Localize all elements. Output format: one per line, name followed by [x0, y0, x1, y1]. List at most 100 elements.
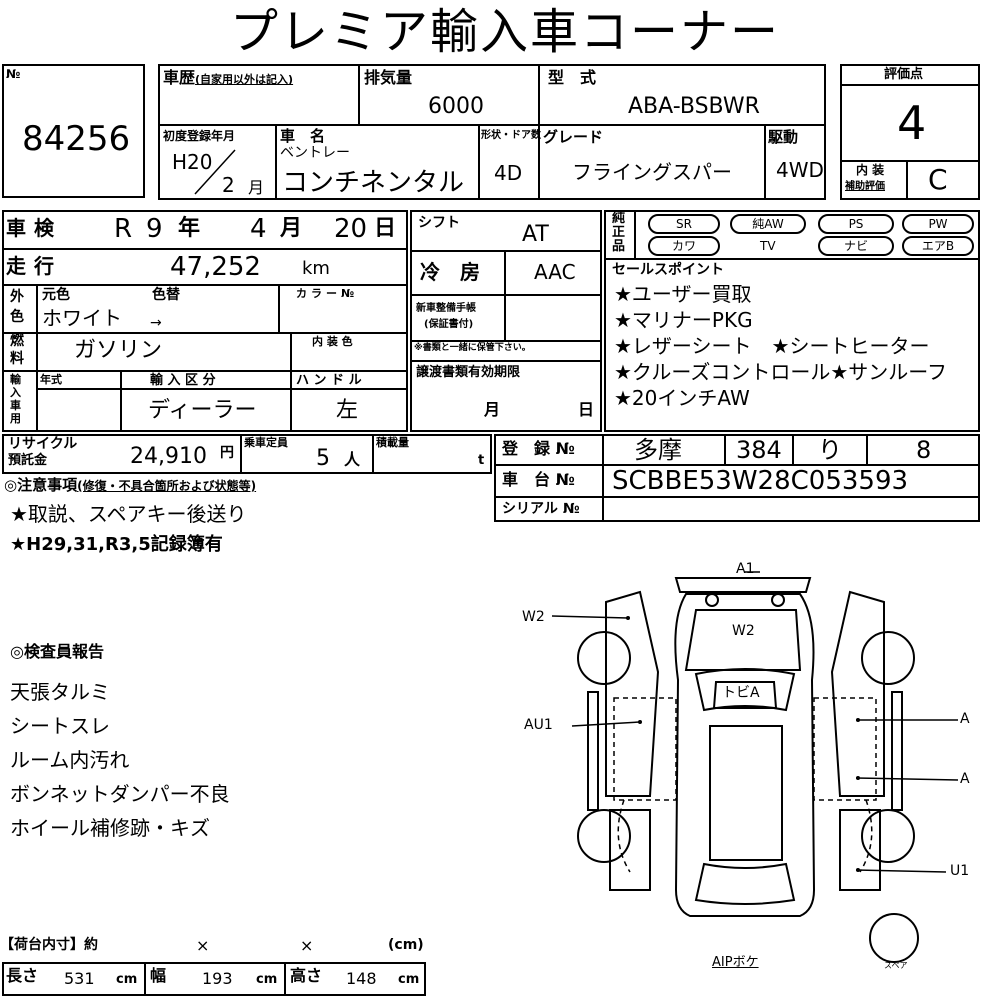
sales-point-5: ★20インチAW	[614, 386, 750, 410]
inspection-month-unit: 月	[280, 216, 303, 241]
diagram-right-bottom-label: U1	[950, 863, 970, 879]
interior-sub: 補助評価	[845, 181, 885, 192]
diagram-right-2-label: A	[960, 771, 970, 787]
equipment-label-2: 正	[612, 225, 626, 240]
recycle-box	[2, 434, 492, 474]
color-orig-label: 元色	[42, 287, 70, 303]
drive-value: 4WD	[776, 158, 824, 182]
inspection-month: 4	[250, 214, 267, 244]
registration-area: 多摩	[634, 436, 682, 464]
capacity-label: 乗車定員	[244, 436, 288, 449]
equipment-label-3: 品	[612, 239, 626, 254]
car-diagram	[551, 571, 959, 963]
chassis-label: 車 台 №	[502, 470, 575, 489]
displacement-value: 6000	[428, 94, 484, 119]
cargo-width-label: 幅	[150, 966, 167, 985]
date-slash-icon	[194, 149, 236, 195]
inspector-label: ◎検査員報告	[10, 642, 104, 661]
equipment-navi: ナビ	[818, 236, 894, 256]
model-value: ABA-BSBWR	[628, 94, 760, 119]
equipment-leather: カワ	[648, 236, 720, 256]
registration-box	[494, 434, 980, 522]
import-year-label: 年式	[40, 373, 62, 386]
car-name-label: 車 名	[280, 127, 326, 145]
load-unit: t	[478, 453, 485, 468]
inspector-line-4: ボンネットダンパー不良	[10, 782, 230, 806]
cargo-length-label: 長さ	[6, 966, 39, 985]
interior-label: 内 装	[856, 163, 885, 177]
vehicle-info-box	[158, 64, 826, 200]
equipment-box	[604, 210, 980, 432]
cargo-x1: ×	[196, 936, 210, 955]
import-side-4: 用	[10, 412, 21, 425]
doors-label: 形状・ドア数	[481, 130, 541, 141]
equipment-ps: PS	[818, 214, 894, 234]
cargo-length: 531	[64, 969, 95, 988]
color-value: ホワイト	[42, 306, 122, 330]
first-reg-label: 初度登録年月	[163, 129, 236, 143]
first-reg-year: H20	[172, 150, 213, 174]
transfer-day-unit: 日	[578, 400, 595, 419]
cargo-height: 148	[346, 969, 377, 988]
fuel-value: ガソリン	[74, 338, 163, 363]
color-code-label: カラー№	[296, 287, 359, 300]
cargo-x2: ×	[300, 936, 314, 955]
diagram-hood-label: W2	[732, 623, 755, 639]
inspector-line-1: 天張タルミ	[10, 680, 110, 704]
inspection-label: 車検	[6, 216, 62, 240]
import-handle-label: ハ ン ド ル	[296, 373, 362, 388]
car-maker: ベントレー	[280, 145, 350, 161]
cargo-box	[2, 962, 426, 996]
registration-label: 登 録 №	[502, 439, 575, 458]
notes-label: ◎注意事項(修復・不具合箇所および状態等)	[4, 476, 257, 494]
lot-label: №	[6, 67, 21, 81]
recycle-value: 24,910	[130, 444, 207, 469]
equipment-airbag: エアB	[902, 236, 974, 256]
note-line-2: ★H29,31,R3,5記録簿有	[10, 534, 223, 555]
shift-value: AT	[522, 222, 549, 247]
sales-point-1: ★ユーザー買取	[614, 282, 752, 306]
diagram-front-label: A1	[736, 561, 755, 577]
fuel-side-2: 料	[10, 351, 24, 367]
chassis-value: SCBBE53W28C053593	[612, 466, 909, 496]
diagram-roof-label: トビA	[722, 685, 760, 701]
recycle-label-1: リサイクル	[8, 436, 78, 452]
cargo-height-label: 高さ	[290, 966, 323, 985]
grade-label: グレード	[543, 128, 604, 146]
first-reg-month: 2	[222, 173, 235, 197]
cargo-label: 【荷台内寸】約	[0, 937, 98, 953]
inspection-era: R	[114, 214, 133, 244]
mileage-value: 47,252	[170, 252, 261, 282]
cargo-width: 193	[202, 969, 233, 988]
spec-box	[2, 210, 408, 432]
equipment-tv: TV	[760, 239, 776, 253]
maintenance-label-1: 新車整備手帳	[416, 303, 476, 314]
car-name: コンチネンタル	[282, 168, 465, 198]
import-type-value: ディーラー	[148, 398, 257, 423]
score-box	[840, 64, 980, 200]
grade-value: フライングスパー	[572, 160, 732, 184]
load-label: 積載量	[376, 436, 409, 449]
maintenance-label-2: (保証書付)	[424, 319, 474, 330]
fuel-side-1: 燃	[10, 333, 24, 349]
inspector-line-3: ルーム内汚れ	[10, 748, 130, 772]
color-change-label: 色替	[152, 287, 180, 303]
page-title: プレミア輸入車コーナー	[230, 4, 781, 60]
import-side-3: 車	[10, 399, 21, 412]
capacity-value: 5	[316, 446, 330, 471]
lot-box	[2, 64, 145, 198]
inspector-line-2: シートスレ	[10, 714, 110, 738]
transfer-month-unit: 月	[484, 400, 501, 419]
equipment-label-1: 純	[612, 211, 626, 226]
registration-number: 8	[916, 436, 932, 464]
displacement-label: 排気量	[364, 68, 413, 87]
capacity-unit: 人	[344, 450, 361, 469]
cargo-width-unit: cm	[256, 972, 278, 987]
cargo-length-unit: cm	[116, 972, 138, 987]
sales-point-3: ★レザーシート ★シートヒーター	[614, 334, 930, 358]
sales-points-label: セールスポイント	[612, 262, 724, 278]
ac-value: AAC	[534, 260, 576, 284]
color-side-1: 外	[10, 289, 24, 305]
color-arrow: →	[150, 315, 162, 331]
diagram-left-mid-label: AU1	[524, 717, 553, 733]
